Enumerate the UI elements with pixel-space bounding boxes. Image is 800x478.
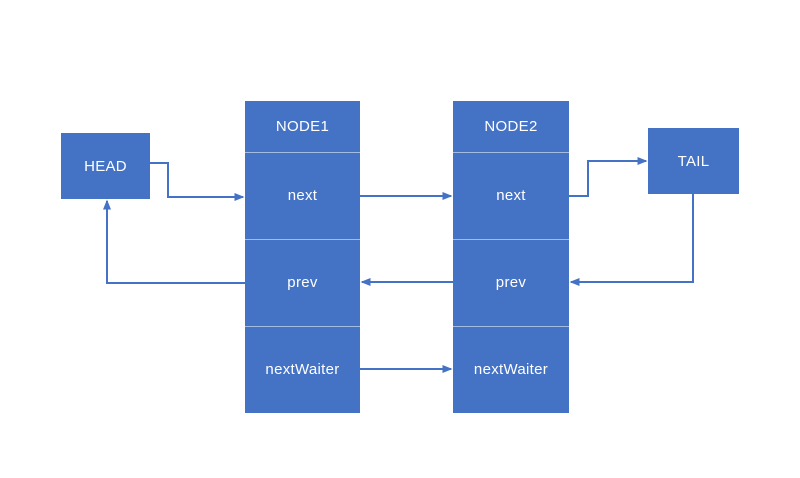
head-label: HEAD — [84, 157, 127, 175]
edge-tail-to-node2-prev — [569, 194, 694, 286]
edge-node2-next-to-tail — [569, 157, 648, 197]
node1-field-next: next — [245, 151, 360, 239]
tail-box: TAIL — [648, 128, 739, 194]
node1-title: NODE1 — [275, 117, 330, 135]
node2-field-next: next — [453, 151, 569, 239]
tail-label: TAIL — [677, 152, 710, 170]
edge-head-to-node1-next — [150, 162, 245, 201]
node2-field-prev: prev — [453, 238, 569, 326]
node2-field-nextwaiter: nextWaiter — [453, 325, 569, 413]
head-box: HEAD — [61, 133, 150, 199]
edge-node1-prev-to-head — [103, 199, 245, 284]
node1-field-prev: prev — [245, 238, 360, 326]
node1-box: NODE1 next prev nextWaiter — [245, 101, 360, 413]
node2-title: NODE2 — [484, 117, 538, 135]
node1-field-nextwaiter: nextWaiter — [245, 325, 360, 413]
node2-box: NODE2 next prev nextWaiter — [453, 101, 569, 413]
